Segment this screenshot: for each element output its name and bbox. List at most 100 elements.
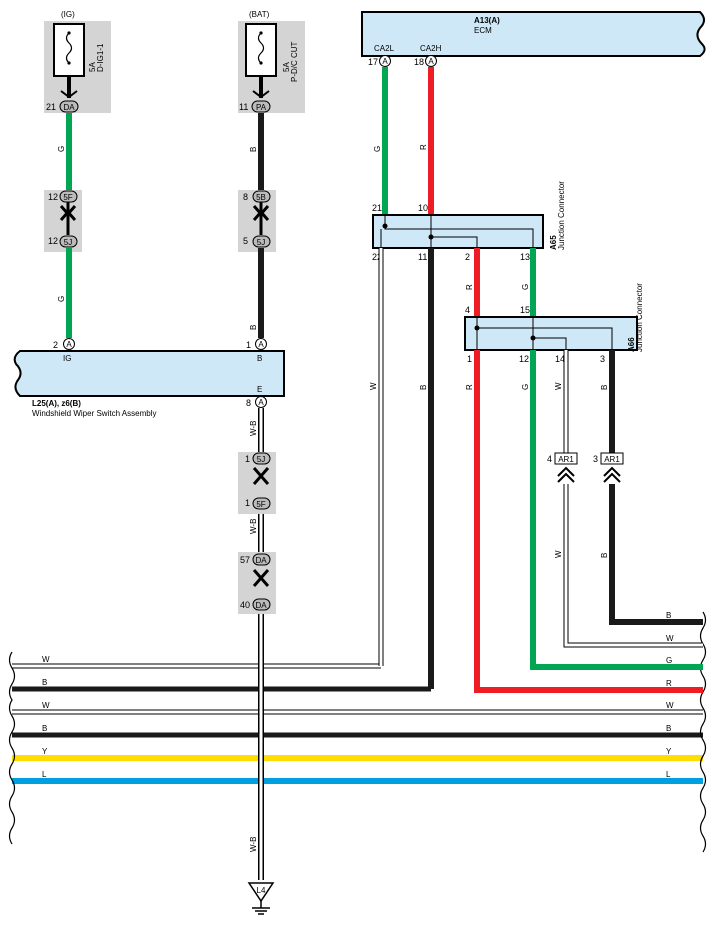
svg-text:R: R: [465, 284, 474, 290]
svg-text:5J: 5J: [257, 238, 265, 247]
a65-name: Junction Connector: [557, 181, 566, 250]
svg-text:12: 12: [48, 236, 58, 246]
svg-text:W-B: W-B: [249, 421, 258, 436]
svg-text:4: 4: [547, 454, 552, 464]
svg-text:B: B: [419, 385, 428, 390]
svg-text:W: W: [666, 634, 674, 643]
ground-code: L4: [257, 886, 266, 895]
inline-connector-e1: 1 5J 1 5F: [238, 452, 276, 514]
svg-text:8: 8: [243, 192, 248, 202]
svg-text:A: A: [382, 57, 388, 66]
svg-text:12: 12: [48, 192, 58, 202]
svg-text:DA: DA: [63, 103, 75, 112]
svg-text:A: A: [66, 340, 72, 349]
svg-text:G: G: [666, 656, 672, 665]
svg-text:10: 10: [418, 203, 428, 213]
svg-text:11: 11: [239, 102, 248, 112]
svg-text:W-B: W-B: [249, 519, 258, 534]
svg-text:5F: 5F: [256, 500, 265, 509]
junction-connector-a65: 21 10 22 11 2 13 A65 Junction Connector: [372, 181, 566, 262]
svg-text:15: 15: [520, 305, 530, 315]
svg-text:B: B: [42, 724, 47, 733]
svg-text:W: W: [554, 382, 563, 390]
svg-text:B: B: [600, 553, 609, 558]
switch-pin-ig-name: IG: [63, 354, 71, 363]
inline-connector-ig: 12 5F 12 5J: [44, 190, 82, 252]
svg-text:1: 1: [245, 498, 250, 508]
svg-text:R: R: [666, 679, 672, 688]
svg-text:1: 1: [245, 454, 250, 464]
svg-text:5B: 5B: [256, 193, 266, 202]
ecm-pin-l: 17 A: [368, 55, 391, 67]
svg-text:G: G: [373, 146, 382, 152]
ecm-box: A13(A) ECM CA2L CA2H: [361, 11, 706, 57]
inline-connector-bat: 8 5B 5 5J: [238, 190, 276, 252]
svg-text:L: L: [666, 770, 671, 779]
ecm-name: ECM: [474, 26, 492, 35]
ecm-pin-l-name: CA2L: [374, 44, 395, 53]
svg-text:A: A: [258, 340, 264, 349]
svg-text:3: 3: [600, 354, 605, 364]
ecm-pin-h-name: CA2H: [420, 44, 442, 53]
svg-text:Y: Y: [666, 747, 672, 756]
bus-labels-right: B W G R W B Y L: [666, 611, 674, 779]
ecm-code: A13(A): [474, 16, 500, 25]
svg-text:AR1: AR1: [558, 455, 574, 464]
switch-name: Windshield Wiper Switch Assembly: [32, 409, 156, 418]
svg-text:A: A: [428, 57, 434, 66]
switch-pin-b: 1 A: [246, 338, 267, 350]
svg-text:W: W: [42, 655, 50, 664]
svg-text:W: W: [666, 701, 674, 710]
svg-text:5J: 5J: [257, 455, 265, 464]
svg-text:5: 5: [243, 236, 248, 246]
wire-a66-out-r: [474, 350, 703, 693]
switch-box: IG B E: [13, 350, 285, 397]
svg-text:G: G: [521, 284, 530, 290]
bus-wires: [8, 611, 707, 853]
svg-text:22: 22: [372, 252, 382, 262]
bus-labels-left: W B W B Y L: [42, 655, 50, 779]
svg-text:B: B: [666, 724, 671, 733]
svg-text:14: 14: [555, 354, 565, 364]
svg-text:11: 11: [418, 252, 427, 262]
svg-text:L: L: [42, 770, 47, 779]
svg-text:R: R: [465, 384, 474, 390]
svg-text:W-B: W-B: [249, 837, 258, 852]
svg-text:B: B: [42, 678, 47, 687]
svg-text:8: 8: [246, 398, 251, 408]
a66-name: Junction Connector: [635, 283, 644, 352]
svg-text:B: B: [249, 147, 258, 152]
switch-pin-e-name: E: [257, 385, 262, 394]
svg-text:G: G: [57, 296, 66, 302]
svg-text:W: W: [42, 701, 50, 710]
svg-text:2: 2: [465, 252, 470, 262]
junction-connector-a66: 4 15 1 12 14 3 A66 Junction Connector: [464, 283, 644, 364]
svg-text:AR1: AR1: [604, 455, 620, 464]
switch-title: L25(A), z6(B): [32, 399, 81, 408]
ecm-pin-h: 18 A: [414, 55, 437, 67]
fuse-bat-terminal: 11 PA: [239, 90, 271, 113]
svg-text:1: 1: [467, 354, 472, 364]
switch-pin-e: 8 A: [246, 396, 267, 408]
svg-text:DA: DA: [255, 601, 267, 610]
svg-text:18: 18: [414, 57, 424, 67]
svg-text:PA: PA: [256, 103, 267, 112]
svg-text:G: G: [57, 146, 66, 152]
fuse-ig-rating: 5A: [88, 62, 97, 72]
fuse-ig-name: D-IG1-1: [96, 43, 105, 72]
inline-connector-e2: 57 DA 40 DA: [238, 552, 276, 614]
svg-text:Y: Y: [42, 747, 48, 756]
svg-text:2: 2: [53, 340, 58, 350]
switch-pin-b-name: B: [257, 354, 262, 363]
fuse-bat-source: (BAT): [249, 10, 270, 19]
wire-a66-out-g: [530, 350, 703, 670]
fuse-ig: 5A D-IG1-1: [44, 21, 111, 113]
svg-text:B: B: [600, 385, 609, 390]
switch-pin-ig: 2 A: [53, 338, 75, 350]
svg-text:40: 40: [240, 600, 250, 610]
fuse-ig-source: (IG): [61, 10, 75, 19]
fuse-bat-name: P-D/C CUT: [290, 41, 299, 82]
a66-code: A66: [627, 337, 636, 352]
svg-text:21: 21: [46, 102, 56, 112]
